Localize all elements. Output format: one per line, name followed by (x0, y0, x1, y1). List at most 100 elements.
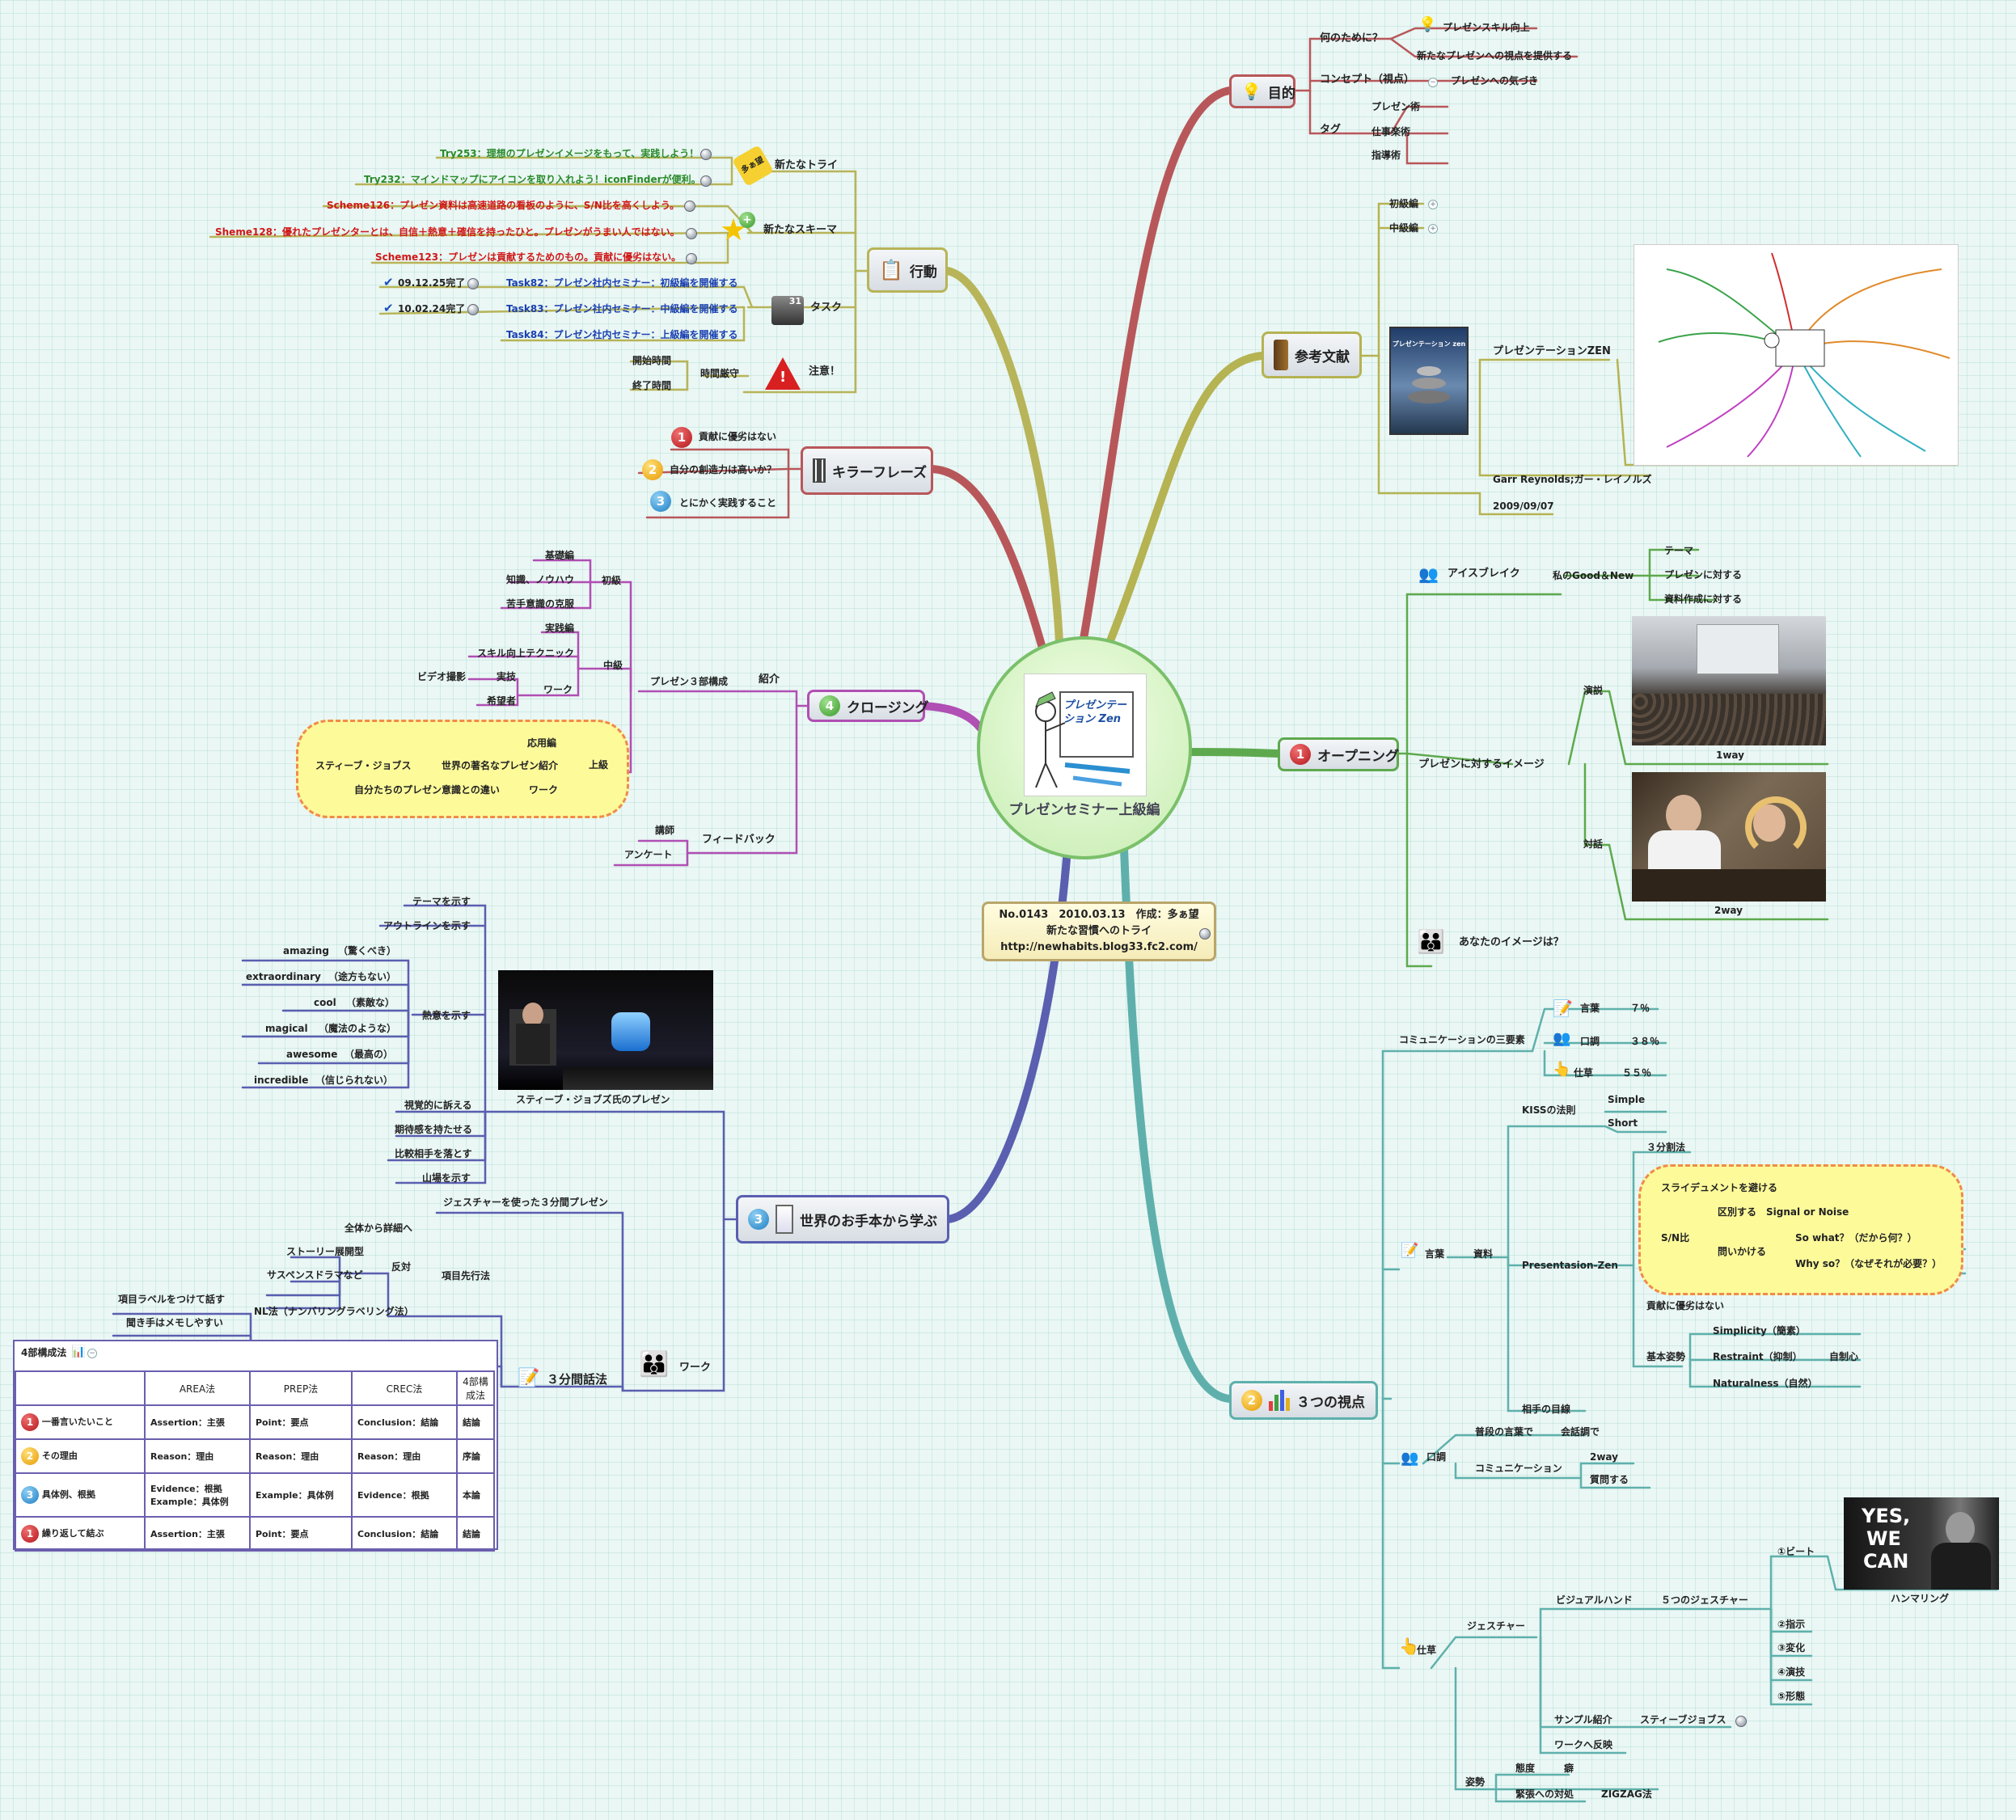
action-new-scheme[interactable]: 新たなスキーマ (763, 224, 838, 236)
passion-word-en[interactable]: magical (265, 1023, 308, 1034)
note-line-3[interactable]: http://newhabits.blog33.fc2.com/ (1000, 941, 1198, 953)
link-icon[interactable] (686, 228, 697, 239)
ref-author[interactable]: Garr Reynolds;ガー・レイノルズ (1493, 474, 1652, 485)
ref-book[interactable]: プレゼンテーションZEN (1493, 345, 1611, 357)
world-suspense[interactable]: サスペンスドラマなど (267, 1269, 363, 1281)
views-visual-hand[interactable]: ビジュアルハンド (1556, 1594, 1633, 1606)
table-title[interactable]: 4部構成法 (21, 1347, 67, 1358)
opening-your-image[interactable]: あなたのイメージは？ (1459, 936, 1564, 948)
passion-word-en[interactable]: cool (314, 997, 336, 1008)
ref-beginner[interactable]: 初級編 (1389, 198, 1419, 209)
world-priority[interactable]: 項目先行法 (442, 1270, 491, 1282)
views-habit[interactable]: 癖 (1564, 1763, 1574, 1774)
action-task-text[interactable]: Task82：プレゼン社内セミナー：初級編を開催する (506, 277, 738, 289)
views-distinguish[interactable]: 区別する (1718, 1206, 1757, 1218)
world-oppose[interactable]: 反対 (391, 1261, 412, 1273)
views-three-min[interactable]: ３分割法 (1646, 1142, 1686, 1153)
opening-gn-item[interactable]: プレゼンに対する (1664, 569, 1743, 581)
views-reflect[interactable]: ワークへ反映 (1554, 1739, 1613, 1750)
views-so-what[interactable]: So what？（だから何？） (1795, 1232, 1917, 1244)
link-icon[interactable] (684, 201, 695, 212)
topic-killer[interactable]: キラーフレーズ (801, 446, 933, 495)
closing-practice[interactable]: 実践編 (545, 623, 575, 634)
closing-three-part[interactable]: プレゼン３部構成 (650, 676, 729, 687)
topic-opening[interactable]: 1 オープニング (1278, 737, 1399, 771)
opening-icebreak[interactable]: アイスブレイク (1448, 568, 1520, 580)
world-show-outline[interactable]: アウトラインを示す (383, 920, 471, 931)
closing-feedback[interactable]: フィードバック (702, 834, 776, 846)
world-story[interactable]: ストーリー展開型 (286, 1246, 365, 1257)
purpose-tag-item[interactable]: プレゼン術 (1371, 101, 1421, 112)
views-ask[interactable]: 問いかける (1718, 1246, 1767, 1257)
views-five-gestures[interactable]: ５つのジェスチャー (1661, 1594, 1748, 1606)
views-conversational[interactable]: 会話調で (1561, 1426, 1600, 1438)
passion-word-ja[interactable]: （素敵な） (346, 997, 395, 1008)
views-comm-elements[interactable]: コミュニケーションの三要素 (1399, 1034, 1525, 1045)
action-task-text[interactable]: Task83：プレゼン社内セミナー：中級編を開催する (506, 303, 738, 315)
closing-beginner-item[interactable]: 知識、ノウハウ (506, 574, 575, 585)
views-posture[interactable]: 姿勢 (1465, 1776, 1486, 1788)
views-tone[interactable]: 口調 (1580, 1036, 1600, 1047)
action-new-try[interactable]: 新たなトライ (775, 159, 839, 171)
views-contribution[interactable]: 貢献に優劣はない (1646, 1300, 1725, 1311)
world-three-min[interactable]: ３分間話法 (547, 1372, 608, 1387)
passion-word-en[interactable]: amazing (283, 945, 329, 956)
link-icon[interactable] (700, 175, 712, 187)
purpose-concept[interactable]: コンセプト（視点） (1320, 74, 1415, 86)
closing-applied[interactable]: 応用編 (527, 737, 557, 749)
closing-own-diff[interactable]: 自分たちのプレゼン意識との違い (354, 784, 500, 796)
views-naturalness[interactable]: Naturalness（自然） (1713, 1378, 1818, 1389)
opening-twoway[interactable]: 2way (1714, 905, 1743, 916)
views-why-so[interactable]: Why so？（なぜそれが必要？） (1795, 1258, 1942, 1269)
closing-beginner-item[interactable]: 基礎編 (545, 550, 575, 561)
closing-hope[interactable]: 希望者 (487, 695, 517, 707)
link-icon[interactable] (1199, 928, 1211, 940)
opening-good-new[interactable]: 私のGood＆New (1553, 570, 1634, 581)
views-basic[interactable]: 基本姿勢 (1646, 1351, 1686, 1362)
passion-word-ja[interactable]: （魔法のような） (319, 1023, 397, 1034)
closing-survey[interactable]: アンケート (624, 849, 673, 860)
topic-references[interactable]: 参考文献 (1262, 331, 1362, 378)
views-hammering[interactable]: ハンマリング (1891, 1593, 1950, 1604)
closing-acting[interactable]: 実技 (497, 671, 517, 682)
views-communication[interactable]: コミュニケーション (1475, 1463, 1562, 1474)
views-slide-doc[interactable]: スライデュメントを避ける (1661, 1182, 1778, 1193)
ref-date[interactable]: 2009/09/07 (1493, 500, 1554, 512)
views-sn[interactable]: S/N比 (1661, 1232, 1690, 1244)
action-scheme-item[interactable]: Sheme128：優れたプレゼンターとは、自信＋熱意＋確信を持ったひと。プレゼン… (215, 226, 680, 238)
topic-world[interactable]: 3 世界のお手本から学ぶ (736, 1195, 949, 1244)
world-show-passion[interactable]: 熱意を示す (422, 1010, 471, 1021)
action-task[interactable]: タスク (810, 302, 843, 314)
passion-word-en[interactable]: incredible (254, 1075, 309, 1086)
views-question[interactable]: 質問する (1590, 1474, 1629, 1485)
views-kiss[interactable]: KISSの法則 (1522, 1104, 1576, 1116)
views-self-control[interactable]: 自制心 (1829, 1351, 1859, 1362)
views-five-item[interactable]: ①ビート (1777, 1546, 1815, 1557)
passion-word-ja[interactable]: （驚くべき） (338, 945, 397, 956)
opening-gn-item[interactable]: 資料作成に対する (1664, 593, 1743, 605)
views-jobs[interactable]: スティーブジョブス (1640, 1714, 1726, 1725)
link-icon[interactable] (467, 304, 479, 315)
central-topic[interactable]: プレゼンテーション Zen プレゼンセミナー上級編 (977, 636, 1192, 859)
views-gesture-word[interactable]: ジェスチャー (1467, 1620, 1525, 1632)
world-work[interactable]: ワーク (679, 1362, 712, 1374)
views-restraint[interactable]: Restraint（抑制） (1713, 1351, 1803, 1362)
views-five-item[interactable]: ③変化 (1777, 1642, 1806, 1653)
killer-item[interactable]: 貢献に優劣はない (699, 431, 777, 442)
views-sample[interactable]: サンプル紹介 (1554, 1714, 1612, 1725)
views-words[interactable]: 言葉 (1580, 1003, 1600, 1014)
views-gesture[interactable]: 仕草 (1574, 1067, 1594, 1079)
closing-advanced[interactable]: 上級 (589, 759, 609, 771)
purpose-tag-item[interactable]: 指導術 (1371, 150, 1401, 161)
closing-work2[interactable]: ワーク (529, 784, 559, 796)
views-tone-pct[interactable]: ３８％ (1630, 1036, 1660, 1047)
collapse-icon[interactable]: − (87, 1349, 97, 1358)
collapse-icon[interactable]: − (1428, 78, 1438, 87)
views-pzen[interactable]: Presentasion-Zen (1522, 1260, 1618, 1271)
views-five-item[interactable]: ②指示 (1777, 1619, 1806, 1630)
topic-action[interactable]: 📋 行動 (867, 247, 948, 293)
views-zigzag[interactable]: ZIGZAG法 (1601, 1788, 1652, 1800)
views-shigusa[interactable]: 仕草 (1417, 1645, 1437, 1656)
killer-item[interactable]: とにかく実践すること (679, 497, 777, 509)
world-jobs-pres[interactable]: スティーブ・ジョブズ氏のプレゼン (516, 1094, 670, 1105)
